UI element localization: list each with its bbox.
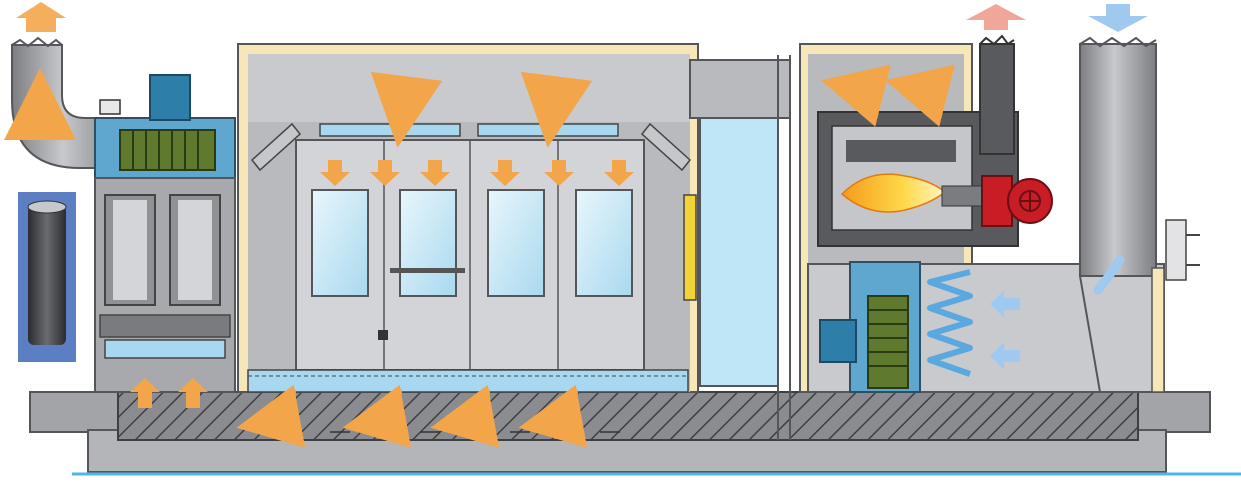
flue-pipe	[979, 43, 1015, 155]
supply-air-arrows	[320, 160, 634, 186]
floor-grating	[247, 369, 689, 393]
airflow-arrow-icon	[820, 64, 891, 127]
fresh-air-arrow-icon	[990, 342, 1020, 370]
airflow-arrow-icon	[430, 384, 500, 448]
airflow-arrow-icon	[604, 160, 634, 186]
supply-fan-icon	[819, 261, 921, 393]
filter-housing	[94, 177, 236, 408]
airflow-arrow-icon	[544, 160, 574, 186]
booth-window	[399, 189, 457, 297]
filter-cartridge-icon	[18, 192, 76, 362]
airflow-arrow-icon	[420, 160, 450, 186]
heat-exchanger-coil-icon	[927, 269, 973, 377]
fresh-air-stack	[1078, 36, 1200, 393]
airflow-arrow-icon	[490, 160, 520, 186]
airflow-arrow-icon	[130, 378, 160, 408]
airflow-arrow-icon	[4, 68, 77, 141]
booth-window	[575, 189, 633, 297]
exhaust-floor-arrows	[236, 384, 588, 448]
light-fixture	[250, 122, 302, 172]
foundation	[29, 391, 1241, 476]
exhaust-arrow-icon	[16, 2, 66, 32]
airflow-arrow-icon	[236, 384, 306, 448]
exhaust-fan-icon	[119, 129, 216, 171]
door-handle	[390, 268, 465, 273]
booth-window	[311, 189, 369, 297]
intake-filter	[104, 339, 226, 359]
fresh-air-arrow-icon	[1093, 255, 1125, 295]
airflow-arrow-icon	[370, 71, 443, 148]
connecting-duct	[683, 55, 791, 440]
fresh-air-arrow-icon	[990, 290, 1020, 318]
hot-exhaust-arrow-icon	[966, 4, 1026, 30]
airflow-arrow-icon	[342, 384, 412, 448]
exhaust-fan-module	[94, 74, 236, 179]
airflow-arrow-icon	[520, 71, 593, 148]
booth-shell	[237, 43, 699, 393]
light-fixture	[640, 122, 692, 172]
control-box	[1165, 219, 1187, 281]
fresh-air-arrow-icon	[1088, 4, 1148, 32]
airflow-arrow-icon	[370, 160, 400, 186]
light-bar	[683, 194, 697, 301]
ceiling-filter	[319, 123, 461, 137]
airflow-arrow-icon	[320, 160, 350, 186]
airflow-arrow-icon	[518, 384, 588, 448]
heater-unit	[799, 34, 1165, 393]
booth-window	[487, 189, 545, 297]
burner-icon	[941, 175, 1053, 227]
ceiling-filter	[477, 123, 619, 137]
airflow-arrow-icon	[884, 64, 955, 127]
airflow-arrow-icon	[178, 378, 208, 408]
